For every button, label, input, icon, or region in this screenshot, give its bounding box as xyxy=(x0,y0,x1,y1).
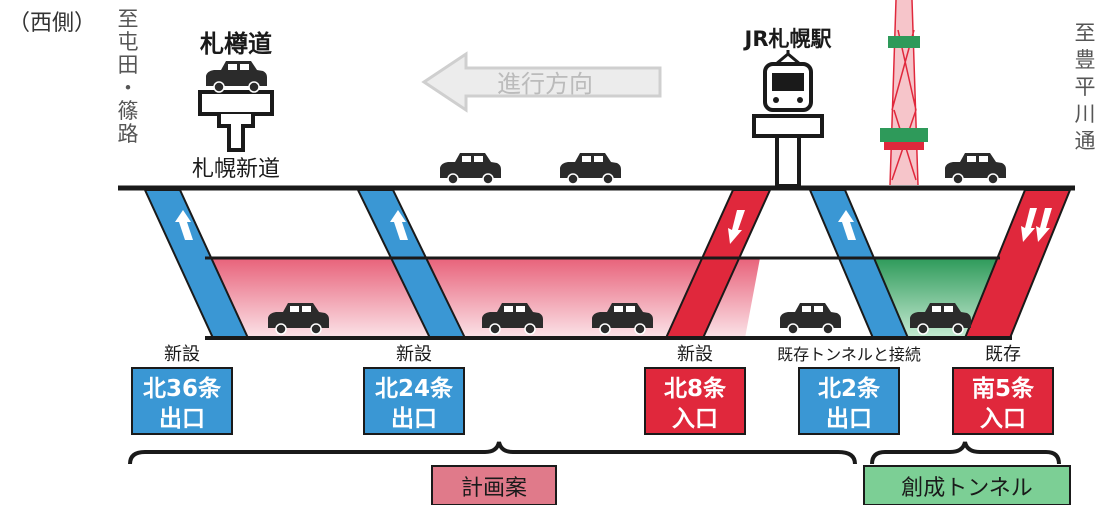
destination-char: 篠 xyxy=(118,99,139,123)
ramp-type-label: 出口 xyxy=(159,406,205,432)
car-icon xyxy=(779,302,842,335)
tunnel-brace xyxy=(870,441,1061,465)
overpass-label: 札樽道 xyxy=(199,30,272,58)
ramp-street-label: 南5条 xyxy=(972,375,1034,402)
destination-char: 川 xyxy=(1075,102,1096,126)
destination-char: 平 xyxy=(1075,75,1096,99)
tunnel-label: 創成トンネル xyxy=(901,476,1033,501)
overpass-pillar xyxy=(198,90,274,152)
direction-label: 進行方向 xyxy=(497,70,593,98)
ramp-sign xyxy=(131,367,233,435)
ramp-status-label: 既存トンネルと接続 xyxy=(777,345,921,364)
tv-tower-icon xyxy=(880,0,928,186)
ramp-status-label: 新設 xyxy=(677,344,713,365)
west-side-label: （西側） xyxy=(8,11,96,36)
plan-box xyxy=(431,465,557,506)
destination-char: 豊 xyxy=(1075,48,1096,72)
ramp-sign xyxy=(644,367,746,435)
plan-label: 計画案 xyxy=(461,476,527,501)
car-icon xyxy=(439,152,502,185)
ramp-status-label: 既存 xyxy=(985,344,1021,365)
ramp-type-label: 出口 xyxy=(826,406,872,432)
ramp-sign xyxy=(363,367,465,435)
destination-char: 路 xyxy=(118,122,139,146)
station-pillar xyxy=(752,114,824,188)
direction-arrow xyxy=(421,51,662,113)
car-icon xyxy=(944,152,1007,185)
destination-char: 屯 xyxy=(118,30,139,54)
ramp-street-label: 北2条 xyxy=(818,375,880,402)
destination-char: 通 xyxy=(1075,129,1096,153)
ramp-street-label: 北24条 xyxy=(375,375,453,402)
station-label: JR札幌駅 xyxy=(743,27,833,51)
tunnel-box xyxy=(863,465,1071,506)
destination-char: ・ xyxy=(118,76,139,100)
ramp-type-label: 入口 xyxy=(980,406,1026,432)
train-icon xyxy=(763,50,813,112)
ramp-street-label: 北8条 xyxy=(664,375,726,402)
car-icon xyxy=(205,60,268,93)
ramp-status-label: 新設 xyxy=(164,344,200,365)
car-icon xyxy=(559,152,622,185)
ramp-type-label: 出口 xyxy=(391,406,437,432)
ramp-status-label: 新設 xyxy=(396,344,432,365)
ramp-sign xyxy=(798,367,900,435)
road-label: 札幌新道 xyxy=(192,157,280,182)
ramp-sign xyxy=(952,367,1054,435)
destination-char: 田 xyxy=(118,53,139,77)
ramp-type-label: 入口 xyxy=(672,406,718,432)
plan-brace xyxy=(128,441,857,465)
ramp-street-label: 北36条 xyxy=(143,375,221,402)
destination-char: 至 xyxy=(118,7,139,31)
west-destination-label: 至屯田・篠路 xyxy=(118,7,139,146)
destination-char: 至 xyxy=(1075,21,1096,45)
